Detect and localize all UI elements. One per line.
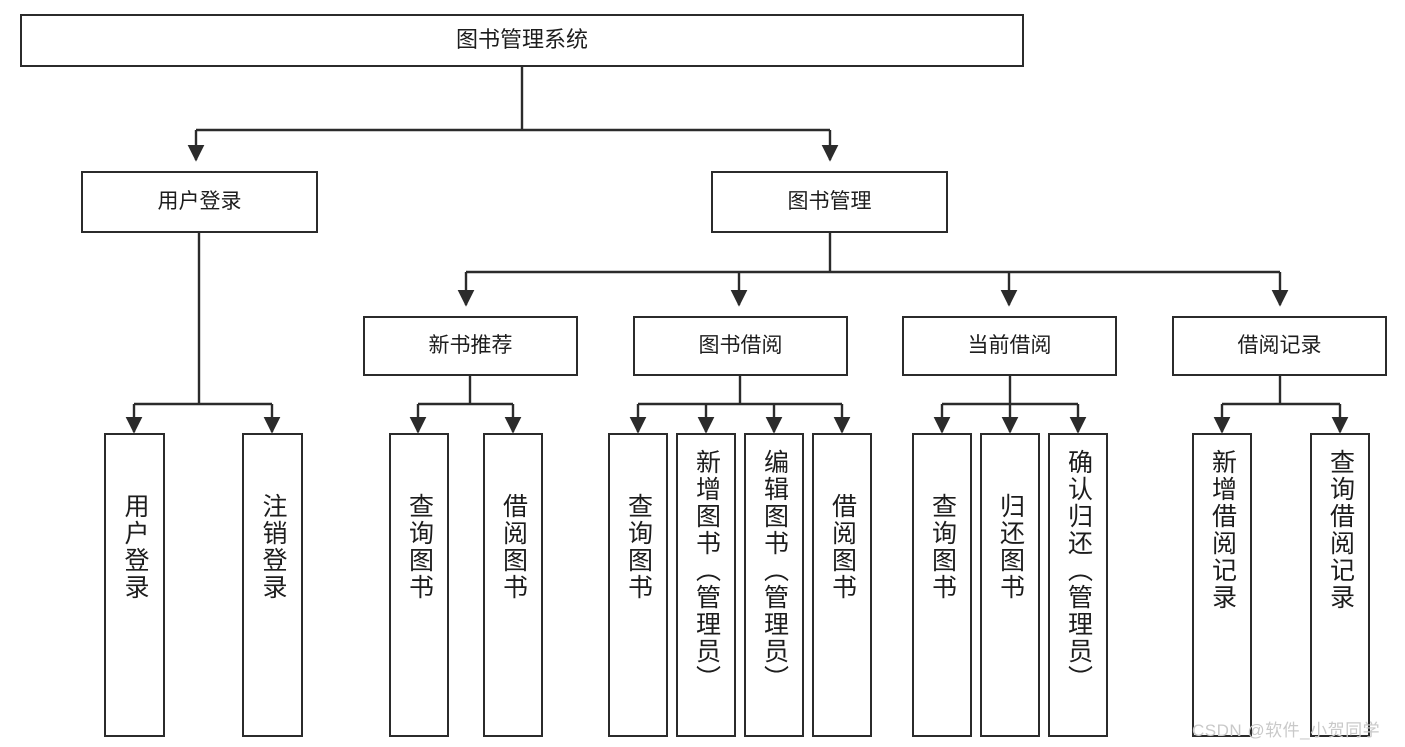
node-current-borrow[interactable]: 当前借阅 [902,316,1117,376]
node-label: 新增借阅记录 [1208,449,1237,611]
node-label: 借阅图书 [828,493,857,601]
node-label: 新书推荐 [428,334,513,358]
node-book-borrow[interactable]: 图书借阅 [633,316,848,376]
leaf-user-login[interactable]: 用户登录 [104,433,165,737]
node-root-book-management-system[interactable]: 图书管理系统 [20,14,1024,67]
leaf-query-book-borrow[interactable]: 查询图书 [608,433,668,737]
node-book-management[interactable]: 图书管理 [711,171,948,233]
node-label: 确认归还（管理员） [1064,449,1093,692]
node-label: 查询图书 [405,493,434,601]
node-label: 注销登录 [259,493,287,601]
leaf-borrow-book-newbook[interactable]: 借阅图书 [483,433,543,737]
leaf-return-book[interactable]: 归还图书 [980,433,1040,737]
leaf-add-borrow-record[interactable]: 新增借阅记录 [1192,433,1252,737]
node-label: 图书借阅 [698,334,783,358]
node-label: 查询图书 [624,493,653,601]
node-label: 借阅记录 [1237,334,1322,358]
leaf-confirm-return-admin[interactable]: 确认归还（管理员） [1048,433,1108,737]
node-label: 用户登录 [157,190,242,214]
node-label: 借阅图书 [499,493,528,601]
node-label: 当前借阅 [967,334,1052,358]
node-label: 查询借阅记录 [1326,449,1355,611]
node-label: 图书管理 [787,190,872,214]
node-user-login[interactable]: 用户登录 [81,171,318,233]
leaf-borrow-book[interactable]: 借阅图书 [812,433,872,737]
leaf-logout[interactable]: 注销登录 [242,433,303,737]
node-label: 查询图书 [928,493,957,601]
node-label: 图书管理系统 [455,27,588,53]
leaf-query-book-current[interactable]: 查询图书 [912,433,972,737]
node-new-book-recommend[interactable]: 新书推荐 [363,316,578,376]
leaf-add-book-admin[interactable]: 新增图书（管理员） [676,433,736,737]
leaf-query-borrow-record[interactable]: 查询借阅记录 [1310,433,1370,737]
node-label: 编辑图书（管理员） [760,449,789,692]
leaf-edit-book-admin[interactable]: 编辑图书（管理员） [744,433,804,737]
leaf-query-book-newbook[interactable]: 查询图书 [389,433,449,737]
node-label: 用户登录 [121,493,149,601]
csdn-watermark: CSDN @软件_小贺同学 [1192,721,1381,740]
node-label: 归还图书 [996,493,1025,601]
node-label: 新增图书（管理员） [692,449,721,692]
node-borrow-records[interactable]: 借阅记录 [1172,316,1387,376]
